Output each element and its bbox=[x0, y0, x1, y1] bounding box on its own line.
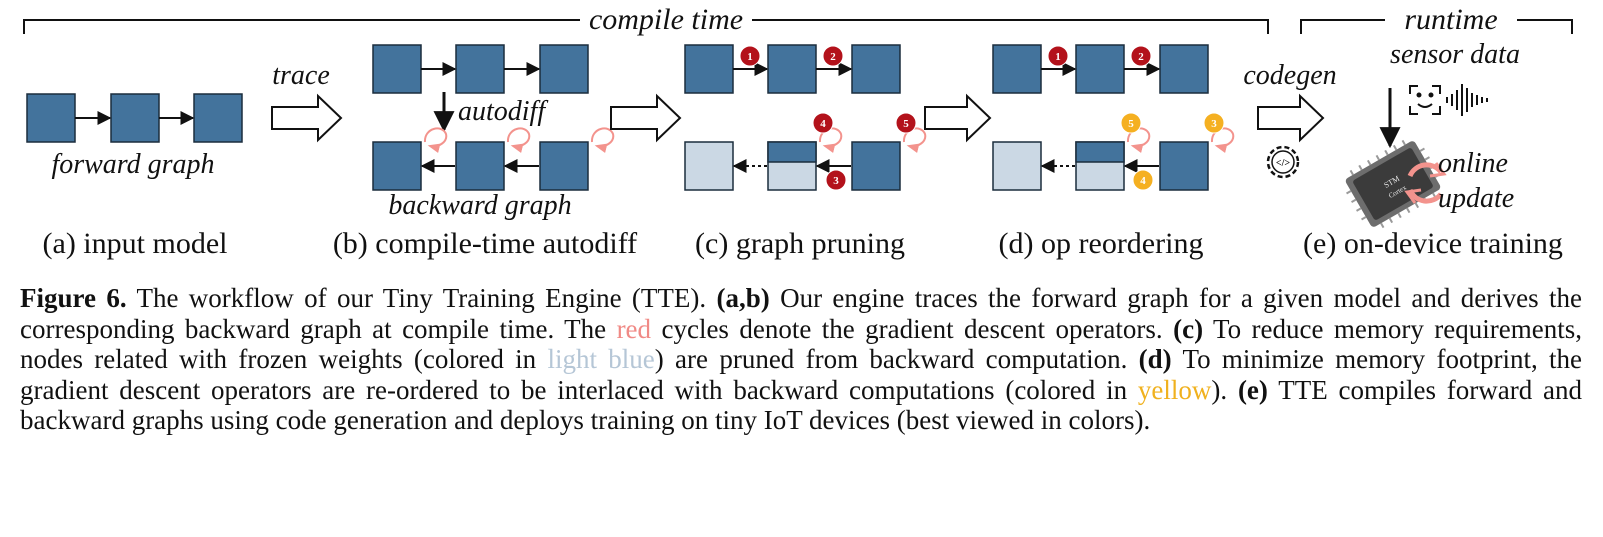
forward-node bbox=[372, 44, 422, 94]
runtime-bracket: runtime bbox=[1300, 3, 1573, 36]
figure-caption: Figure 6. The workflow of our Tiny Train… bbox=[20, 283, 1583, 436]
panel-e-on-device-training: sensor data bbox=[1303, 39, 1563, 260]
forward-node bbox=[767, 44, 817, 94]
forward-node bbox=[684, 44, 734, 94]
backward-graph-label: backward graph bbox=[388, 190, 571, 221]
panel-b-autodiff: autodiff backward graph (b) compile-time… bbox=[333, 44, 637, 260]
gradient-cycle-icon bbox=[590, 127, 615, 153]
panel-c-graph-pruning: 1 2 3 4 5 (c) graph pruning bbox=[684, 44, 927, 260]
forward-node bbox=[26, 93, 76, 143]
svg-text:3: 3 bbox=[1211, 118, 1217, 130]
backward-node bbox=[372, 141, 422, 191]
trace-arrow: trace bbox=[271, 60, 343, 143]
step-marker: 5 bbox=[895, 112, 917, 134]
forward-node bbox=[455, 44, 505, 94]
compile-time-label: compile time bbox=[589, 3, 743, 36]
flow-arrow bbox=[924, 93, 992, 143]
subcaption-c: (c) graph pruning bbox=[695, 227, 905, 260]
svg-text:5: 5 bbox=[1128, 118, 1134, 130]
forward-node bbox=[539, 44, 589, 94]
autodiff-label: autodiff bbox=[458, 96, 548, 127]
light-blue-word: light blue bbox=[547, 344, 655, 375]
frozen-node bbox=[992, 141, 1042, 191]
runtime-label: runtime bbox=[1404, 3, 1497, 36]
backward-node bbox=[1159, 141, 1209, 191]
svg-text:1: 1 bbox=[1055, 51, 1061, 63]
subcaption-b: (b) compile-time autodiff bbox=[333, 227, 637, 260]
codegen-label: codegen bbox=[1243, 60, 1336, 91]
panel-d-op-reordering: 1 2 3 4 5 (d) op reordering bbox=[992, 44, 1235, 260]
yellow-word: yellow bbox=[1137, 374, 1212, 405]
step-marker-yellow: 4 bbox=[1132, 169, 1154, 191]
gradient-cycle-icon bbox=[506, 127, 531, 153]
svg-text:2: 2 bbox=[830, 51, 836, 63]
frozen-node bbox=[684, 141, 734, 191]
panel-a-input-model: forward graph (a) input model bbox=[26, 93, 243, 260]
gradient-cycle-icon bbox=[423, 127, 448, 153]
forward-node bbox=[851, 44, 901, 94]
trace-label: trace bbox=[272, 60, 330, 91]
forward-graph-label: forward graph bbox=[51, 149, 214, 180]
face-scan-icon bbox=[1409, 85, 1441, 115]
tte-workflow-figure: compile time runtime forward graph (a) i… bbox=[23, 3, 1573, 260]
step-marker: 1 bbox=[739, 45, 761, 67]
svg-text:4: 4 bbox=[1140, 175, 1146, 187]
figure-label: Figure 6. bbox=[20, 283, 127, 313]
step-marker: 1 bbox=[1047, 45, 1069, 67]
step-marker: 2 bbox=[822, 45, 844, 67]
mcu-chip-icon: STM Cortex bbox=[1345, 139, 1441, 229]
step-marker: 2 bbox=[1130, 45, 1152, 67]
red-word: red bbox=[616, 313, 652, 344]
step-marker-yellow: 3 bbox=[1203, 112, 1225, 134]
svg-text:3: 3 bbox=[833, 175, 839, 187]
step-marker: 3 bbox=[825, 169, 847, 191]
flow-arrow bbox=[610, 93, 682, 143]
backward-node bbox=[455, 141, 505, 191]
svg-text:</>: </> bbox=[1276, 158, 1290, 169]
subcaption-d: (d) op reordering bbox=[999, 227, 1204, 260]
online-label: online bbox=[1438, 148, 1508, 179]
refresh-cycle-icon bbox=[1404, 162, 1447, 204]
forward-node bbox=[992, 44, 1042, 94]
forward-node bbox=[1075, 44, 1125, 94]
sound-wave-icon bbox=[1446, 84, 1488, 116]
step-marker-yellow: 5 bbox=[1120, 112, 1142, 134]
subcaption-a: (a) input model bbox=[43, 227, 228, 260]
sensor-data-label: sensor data bbox=[1390, 39, 1520, 70]
codegen-arrow: codegen </> bbox=[1243, 60, 1337, 179]
backward-node bbox=[851, 141, 901, 191]
step-marker: 4 bbox=[812, 112, 834, 134]
forward-node bbox=[1159, 44, 1209, 94]
subcaption-e: (e) on-device training bbox=[1303, 227, 1563, 260]
forward-node bbox=[110, 93, 160, 143]
svg-text:1: 1 bbox=[747, 51, 753, 63]
svg-text:2: 2 bbox=[1138, 51, 1144, 63]
compile-time-bracket: compile time bbox=[23, 3, 1269, 36]
svg-text:4: 4 bbox=[820, 118, 826, 130]
codegen-gear-icon: </> bbox=[1266, 145, 1300, 179]
forward-node bbox=[193, 93, 243, 143]
svg-text:5: 5 bbox=[903, 118, 909, 130]
update-label: update bbox=[1438, 183, 1514, 214]
backward-node bbox=[539, 141, 589, 191]
